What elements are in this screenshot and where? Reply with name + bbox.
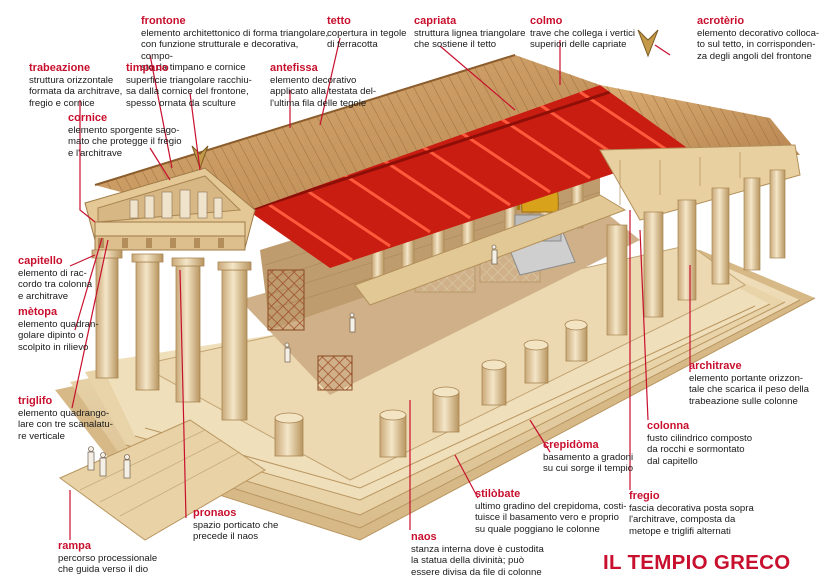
label-term: capitello — [18, 255, 63, 267]
label-desc: elemento sporgente sago- mato che proteg… — [68, 125, 182, 159]
label-term: fregio — [629, 490, 660, 502]
label-tetto: tetto copertura in tegole di terracotta — [327, 15, 422, 51]
label-term: frontone — [141, 15, 186, 27]
label-desc: fusto cilindrico composto da rocchi e so… — [647, 433, 753, 467]
acroterion — [191, 29, 659, 170]
label-term: acrotèrio — [697, 15, 745, 27]
figures — [87, 244, 498, 479]
label-term: cornice — [68, 112, 108, 124]
column-drums — [274, 319, 588, 458]
label-fregio: fregio fascia decorativa posta sopra l'a… — [629, 490, 779, 537]
label-desc: stanza interna dove è custodita la statu… — [411, 544, 544, 578]
label-architrave: architrave elemento portante orizzon- ta… — [689, 360, 824, 407]
label-desc: struttura orizzontale formata da architr… — [29, 75, 123, 109]
label-term: rampa — [58, 540, 92, 552]
label-desc: basamento a gradoni su cui sorge il temp… — [543, 452, 634, 475]
label-frontone: frontone elemento architettonico di form… — [141, 15, 331, 74]
roof — [94, 54, 800, 210]
label-desc: trave che collega i vertici superiori de… — [530, 28, 636, 51]
leader-lines — [69, 37, 691, 540]
front-colonnade — [91, 249, 252, 421]
side-entablature — [354, 144, 801, 306]
label-desc: elemento portante orizzon- tale che scar… — [689, 373, 809, 407]
label-acroterio: acrotèrio elemento decorativo colloca- t… — [697, 15, 828, 62]
label-stilobate: stilòbate ultimo gradino del crepidoma, … — [475, 488, 655, 535]
roof-trusses — [240, 85, 690, 268]
label-term: colonna — [647, 420, 690, 432]
label-term: capriata — [414, 15, 457, 27]
label-pronaos: pronaos spazio porticato che precede il … — [193, 507, 293, 543]
label-triglifo: triglifo elemento quadrango- lare con tr… — [18, 395, 118, 442]
ramp — [59, 419, 266, 541]
label-timpano: timpano superficie triangolare racchiu- … — [126, 62, 266, 109]
label-desc: elemento decorativo colloca- to sul tett… — [697, 28, 820, 62]
label-colmo: colmo trave che collega i vertici superi… — [530, 15, 658, 51]
label-term: pronaos — [193, 507, 237, 519]
label-crepidoma: crepidòma basamento a gradoni su cui sor… — [543, 439, 655, 475]
label-colonna: colonna fusto cilindrico composto da roc… — [647, 420, 777, 467]
label-term: trabeazione — [29, 62, 91, 74]
label-desc: superficie triangolare racchiu- sa dalla… — [126, 75, 252, 109]
label-term: antefissa — [270, 62, 318, 74]
label-trabeazione: trabeazione struttura orizzontale format… — [29, 62, 147, 109]
label-term: naos — [411, 531, 437, 543]
front-entablature — [94, 221, 246, 251]
label-term: mètopa — [18, 306, 58, 318]
label-term: architrave — [689, 360, 742, 372]
label-desc: elemento decorativo applicato alla testa… — [270, 75, 377, 109]
label-desc: elemento quadran- golare dipinto o scolp… — [18, 319, 99, 353]
label-cornice: cornice elemento sporgente sago- mato ch… — [68, 112, 186, 159]
label-capitello: capitello elemento di rac- cordo tra col… — [18, 255, 108, 302]
label-desc: elemento quadrango- lare con tre scanala… — [18, 408, 113, 442]
label-desc: spazio porticato che precede il naos — [193, 520, 279, 543]
label-desc: fascia decorativa posta sopra l'architra… — [629, 503, 754, 537]
page-title: IL TEMPIO GRECO — [603, 551, 791, 574]
right-colonnade — [606, 169, 786, 336]
label-term: stilòbate — [475, 488, 521, 500]
label-term: timpano — [126, 62, 169, 74]
label-desc: elemento di rac- cordo tra colonna e arc… — [18, 268, 93, 302]
label-capriata: capriata struttura lignea triangolare ch… — [414, 15, 539, 51]
label-antefissa: antefissa elemento decorativo applicato … — [270, 62, 390, 109]
label-term: colmo — [530, 15, 563, 27]
label-desc: struttura lignea triangolare che sostien… — [414, 28, 526, 51]
label-term: triglifo — [18, 395, 53, 407]
label-desc: ultimo gradino del crepidoma, costi- tui… — [475, 501, 627, 535]
label-naos: naos stanza interna dove è custodita la … — [411, 531, 581, 578]
label-desc: percorso processionale che guida verso i… — [58, 553, 158, 576]
label-metopa: mètopa elemento quadran- golare dipinto … — [18, 306, 110, 353]
label-desc: copertura in tegole di terracotta — [327, 28, 407, 51]
label-desc: elemento architettonico di forma triango… — [141, 28, 329, 74]
label-rampa: rampa percorso processionale che guida v… — [58, 540, 178, 576]
label-term: crepidòma — [543, 439, 599, 451]
label-term: tetto — [327, 15, 351, 27]
